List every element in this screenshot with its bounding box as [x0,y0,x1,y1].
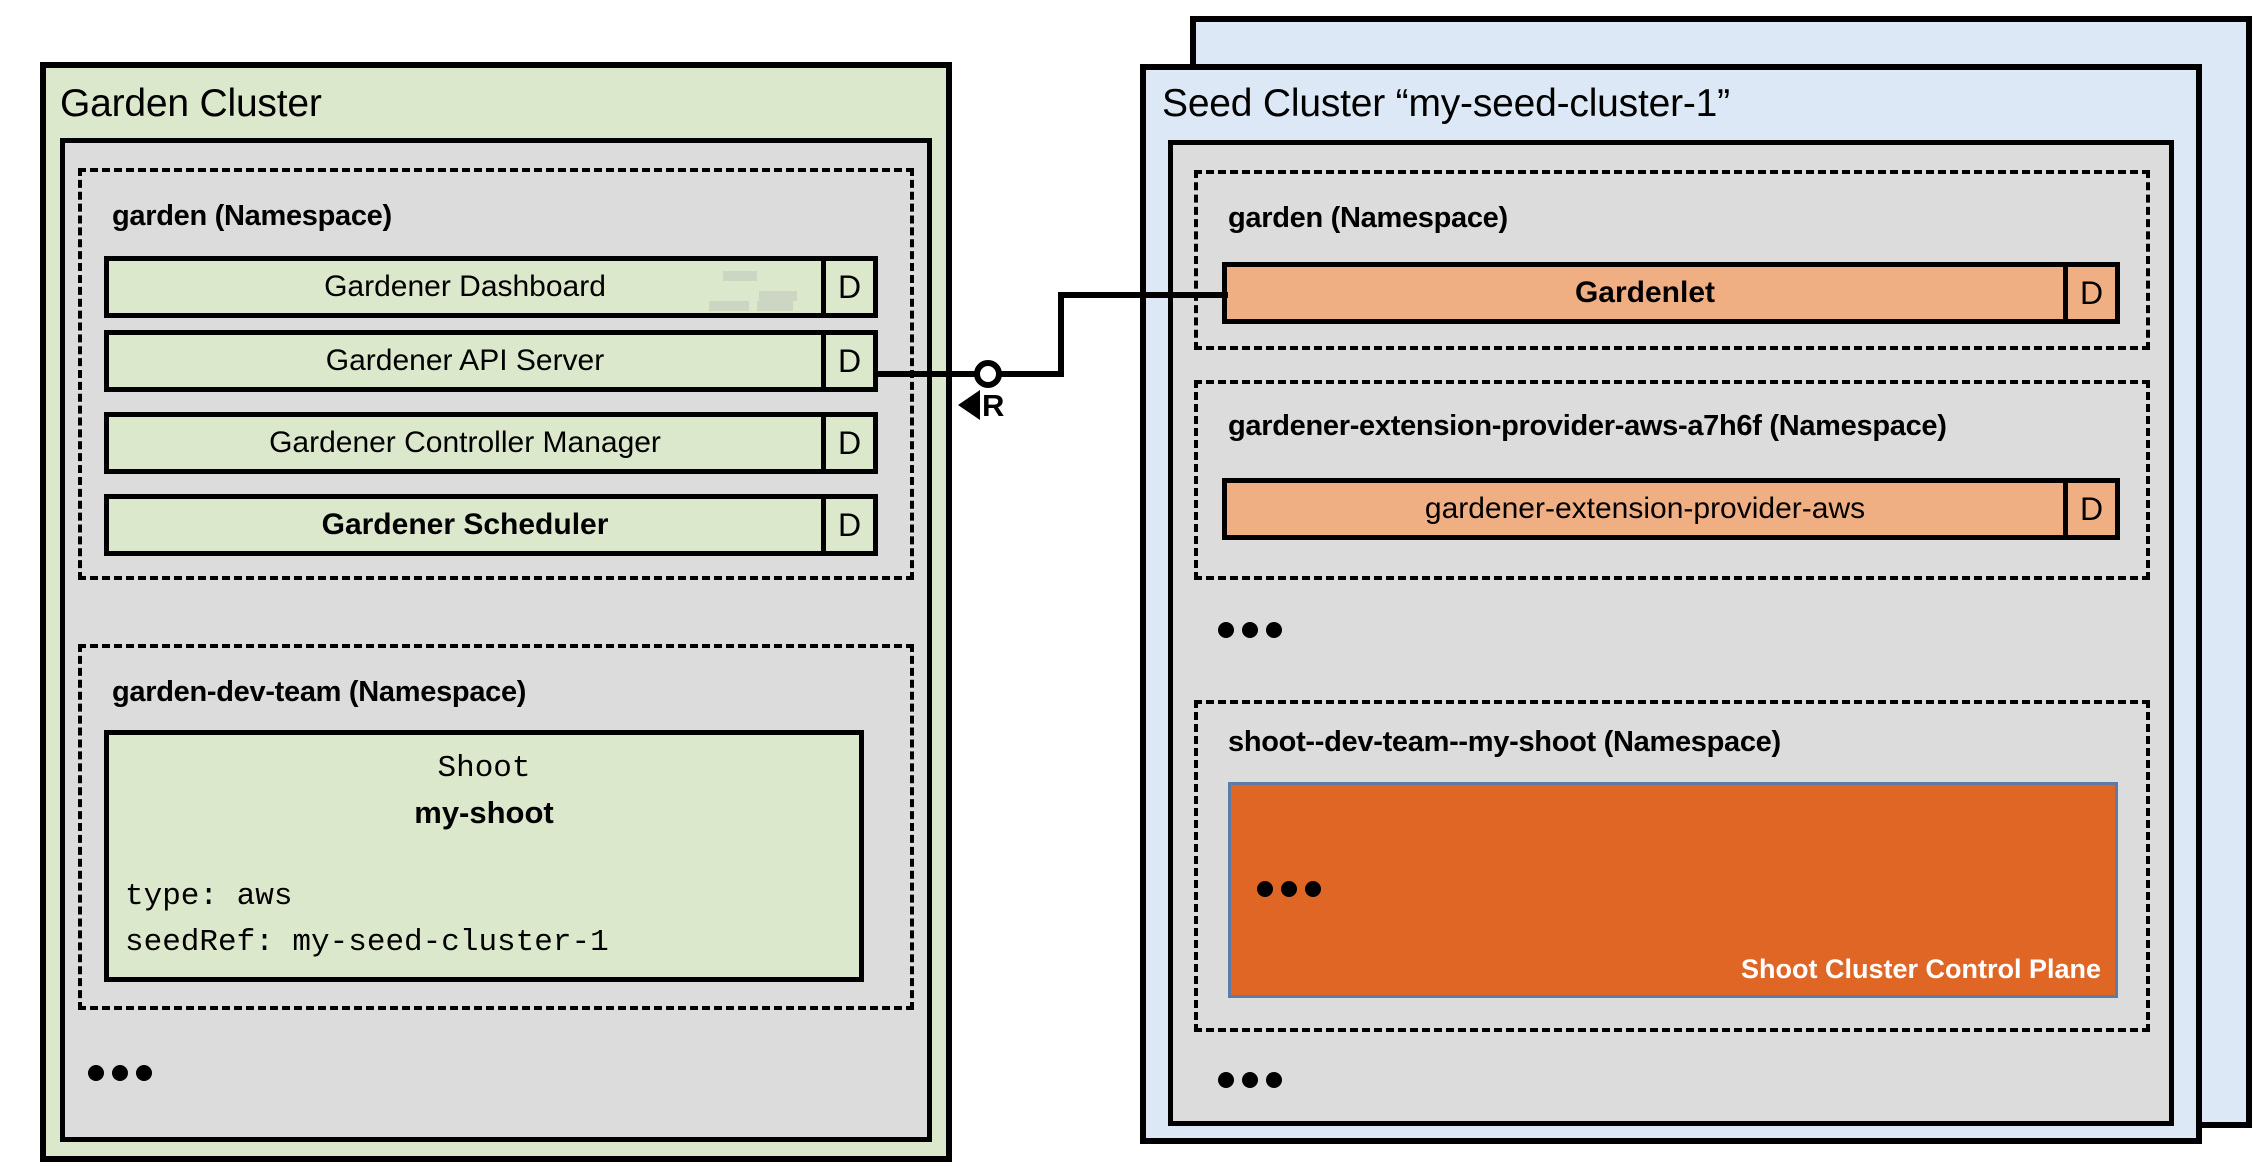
required-interface-arrow-icon [958,390,980,420]
shoot-field-type: type: aws [125,879,293,914]
shoot-resource-box[interactable]: Shoot my-shoot type: aws seedRef: my-see… [104,730,864,982]
shoot-resource-name: my-shoot [414,795,554,830]
component-kind-badge: D [2063,483,2115,535]
seed-extension-namespace-label: gardener-extension-provider-aws-a7h6f (N… [1228,410,1947,442]
required-interface-label: R [982,388,1005,423]
component-label: Gardener Scheduler [109,499,821,551]
artifact-mark-4 [757,301,793,311]
connector-segment-left [878,371,978,377]
component-gardenlet[interactable]: Gardenlet D [1222,262,2120,324]
component-label: gardener-extension-provider-aws [1227,483,2063,535]
seed-shoot-namespace-label: shoot--dev-team--my-shoot (Namespace) [1228,726,1781,758]
garden-cluster-more-ellipsis [88,1065,152,1081]
component-kind-badge: D [821,335,873,387]
component-gardener-scheduler[interactable]: Gardener Scheduler D [104,494,878,556]
connector-segment-right [1058,292,1228,298]
seed-extension-namespace-box [1194,380,2150,580]
component-name-text: Gardener API Server [325,344,605,377]
seed-shoot-namespace-box [1194,700,2150,1032]
component-gardener-api-server[interactable]: Gardener API Server D [104,330,878,392]
component-label: Gardener API Server [109,335,821,387]
artifact-mark-2 [759,291,797,301]
seed-garden-namespace-label: garden (Namespace) [1228,202,1508,234]
control-plane-label: Shoot Cluster Control Plane [1740,954,2101,984]
component-gardener-controller-manager[interactable]: Gardener Controller Manager D [104,412,878,474]
garden-dev-team-namespace-box [78,644,914,1010]
component-name-text: Gardenlet [1574,276,1716,309]
component-kind-badge: D [2063,267,2115,319]
component-gardener-dashboard[interactable]: Gardener Dashboard D [104,256,878,318]
garden-dev-team-namespace-label: garden-dev-team (Namespace) [112,676,527,708]
component-label: Gardener Dashboard [109,261,821,313]
component-name-text: Gardener Dashboard [324,270,606,303]
garden-cluster-title: Garden Cluster [60,82,322,125]
seed-cluster-more-ellipsis-bottom [1218,1072,1282,1088]
component-label: Gardenlet [1227,267,2063,319]
artifact-mark-1 [723,271,757,281]
shoot-field-seedref: seedRef: my-seed-cluster-1 [125,925,609,960]
artifact-mark-3 [709,301,749,311]
component-label: Gardener Controller Manager [109,417,821,469]
control-plane-more-ellipsis [1257,881,1321,897]
component-kind-badge: D [821,417,873,469]
seed-garden-namespace-box [1194,170,2150,350]
shoot-cluster-control-plane[interactable]: Shoot Cluster Control Plane [1228,782,2118,998]
connector-socket-icon [974,360,1002,388]
component-kind-badge: D [821,499,873,551]
seed-cluster-more-ellipsis-top [1218,622,1282,638]
garden-namespace-label: garden (Namespace) [112,200,392,232]
component-name-text: Gardener Scheduler [321,508,609,541]
shoot-resource-kind: Shoot [437,751,531,786]
component-name-text: Gardener Controller Manager [269,426,661,459]
component-kind-badge: D [821,261,873,313]
seed-cluster-title: Seed Cluster “my-seed-cluster-1” [1162,82,1730,125]
connector-segment-mid [1000,371,1064,377]
component-gardener-extension-provider-aws[interactable]: gardener-extension-provider-aws D [1222,478,2120,540]
connector-riser [1058,292,1064,377]
component-name-text: gardener-extension-provider-aws [1424,492,1866,525]
